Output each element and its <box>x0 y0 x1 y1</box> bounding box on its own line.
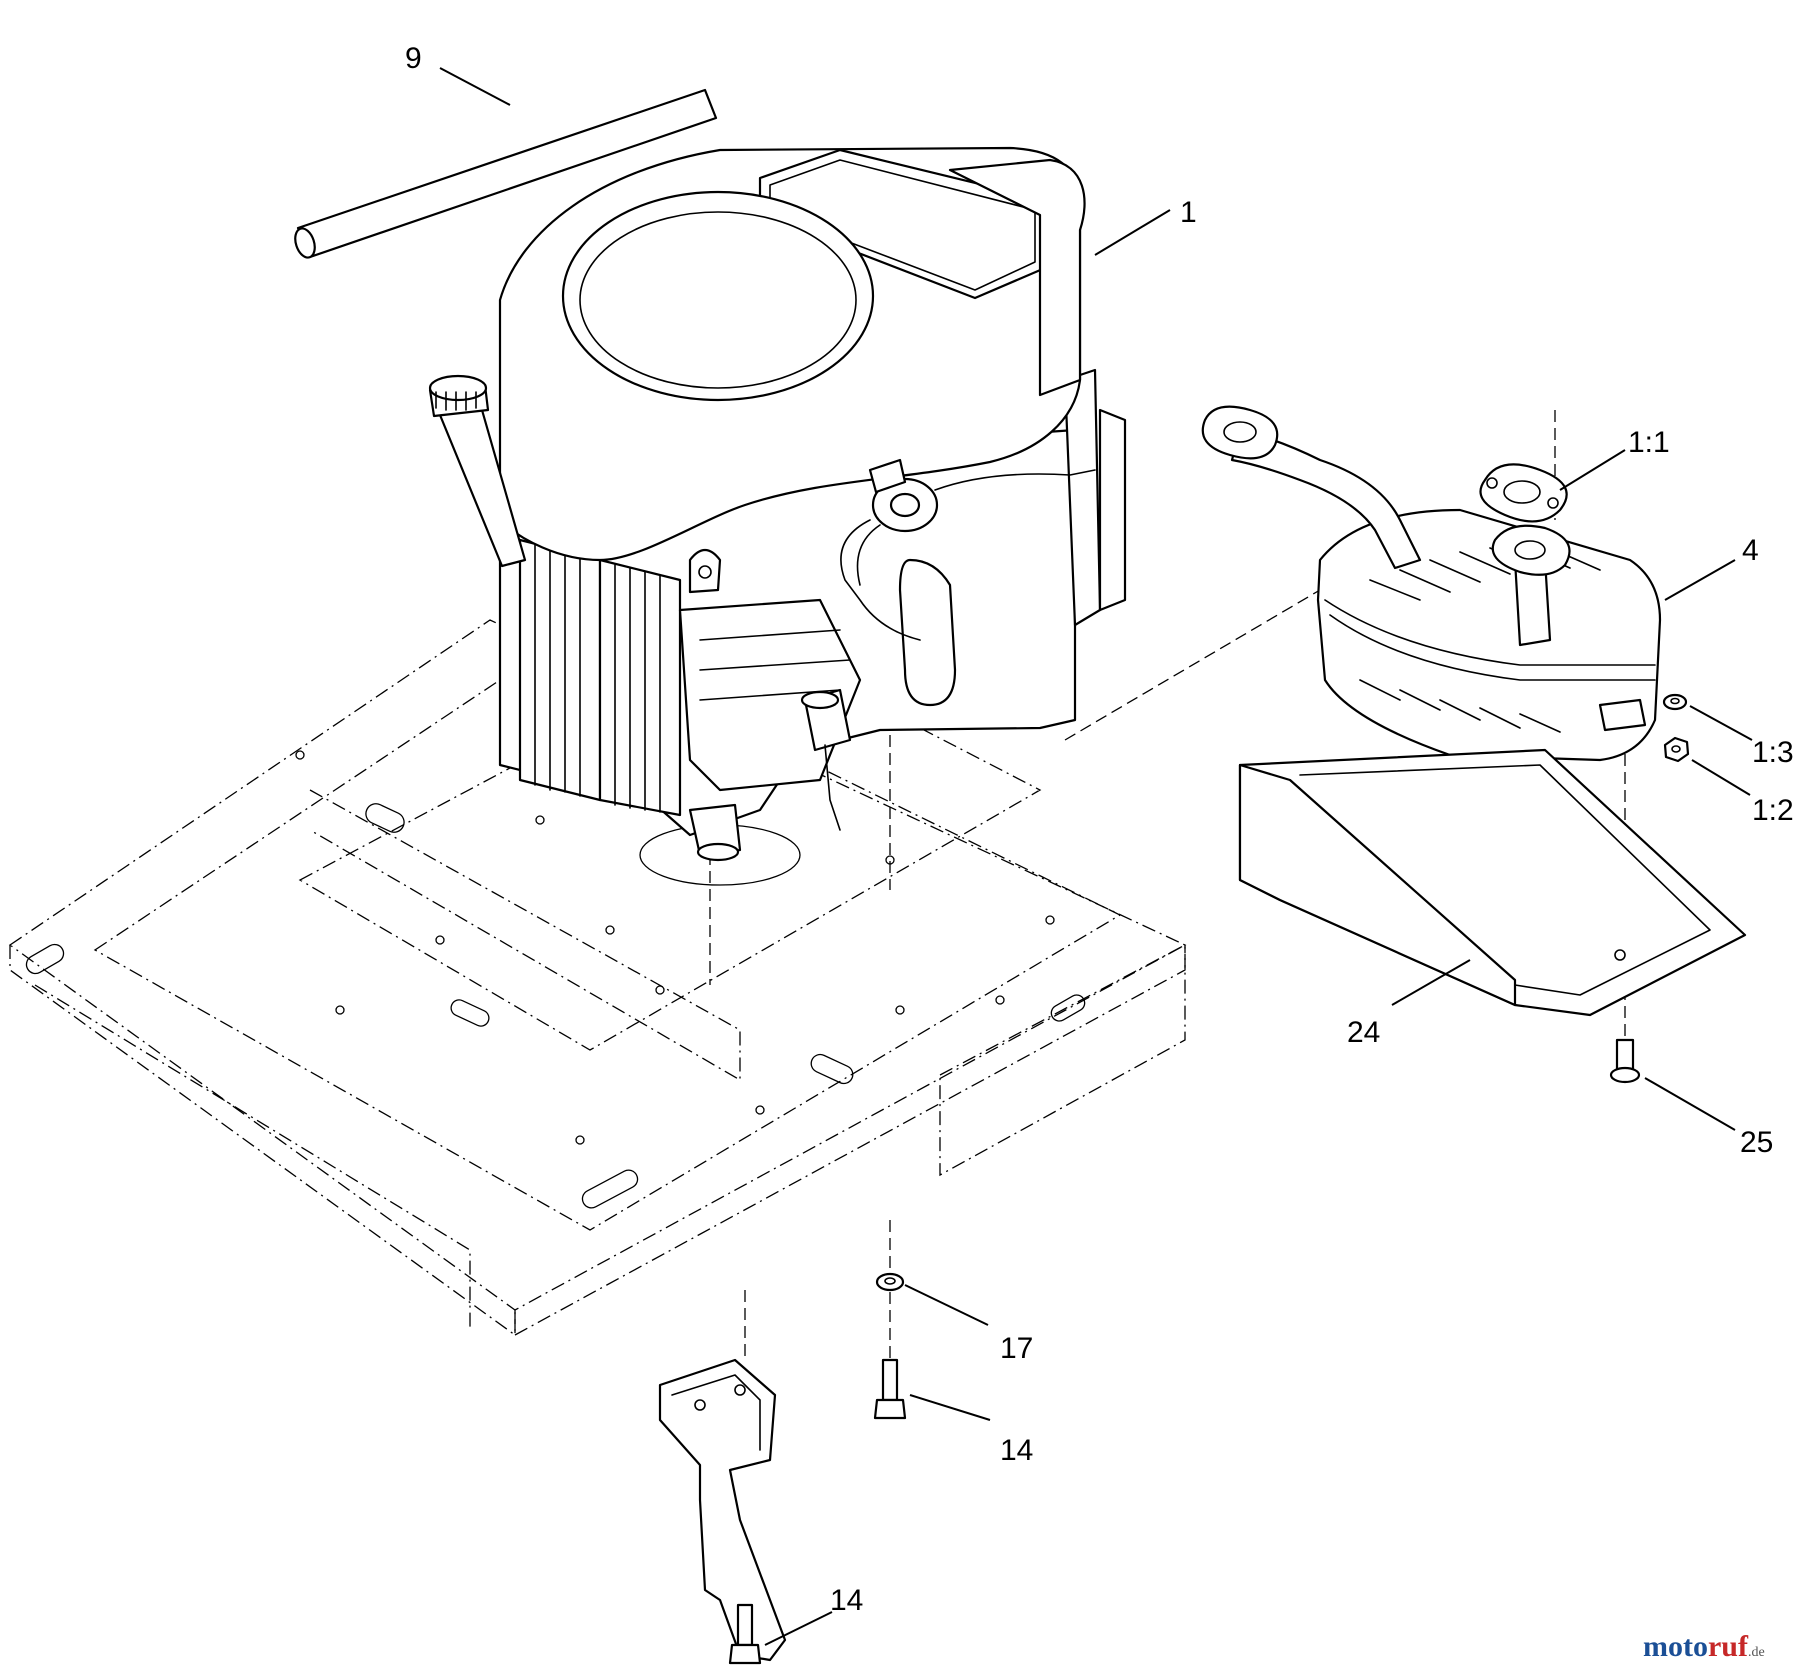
washer-part-1-3 <box>1662 693 1688 711</box>
callout-1-1: 1:1 <box>1628 426 1670 459</box>
gasket-part-1-1 <box>1479 463 1568 523</box>
mounting-bracket <box>658 1358 787 1662</box>
callout-9: 9 <box>405 42 422 75</box>
svg-text:motoruf.de: motoruf.de <box>1643 1630 1765 1663</box>
callout-14-upper: 14 <box>1000 1434 1033 1467</box>
bolt-part-25 <box>1609 1038 1641 1084</box>
bolt-part-14-upper <box>873 1358 907 1420</box>
leader-lines <box>439 67 1753 1646</box>
callout-14-lower: 14 <box>830 1584 863 1617</box>
chassis-frame <box>8 619 1187 1337</box>
callout-4: 4 <box>1742 534 1759 567</box>
callout-17: 17 <box>1000 1332 1033 1365</box>
watermark-part-a: moto <box>1643 1630 1708 1663</box>
callout-1: 1 <box>1180 196 1197 229</box>
tube-part-9 <box>294 88 718 259</box>
watermark-part-b: ruf <box>1708 1630 1749 1663</box>
muffler-part-4 <box>1201 405 1662 762</box>
heat-shield-part-24 <box>1238 748 1747 1017</box>
callout-24: 24 <box>1347 1016 1380 1049</box>
callout-1-3: 1:3 <box>1752 736 1794 769</box>
nut-part-1-2 <box>1663 736 1690 763</box>
callout-1-2: 1:2 <box>1752 794 1794 827</box>
bolt-part-14-lower <box>728 1603 762 1665</box>
watermark: motoruf.de <box>1643 1630 1765 1663</box>
callout-25: 25 <box>1740 1126 1773 1159</box>
watermark-suffix: .de <box>1748 1645 1765 1660</box>
engine-part-1 <box>428 146 1127 862</box>
callouts: 9 1 1:1 4 1:3 1:2 24 25 17 14 14 <box>405 42 1794 1617</box>
washer-part-17 <box>875 1272 905 1292</box>
